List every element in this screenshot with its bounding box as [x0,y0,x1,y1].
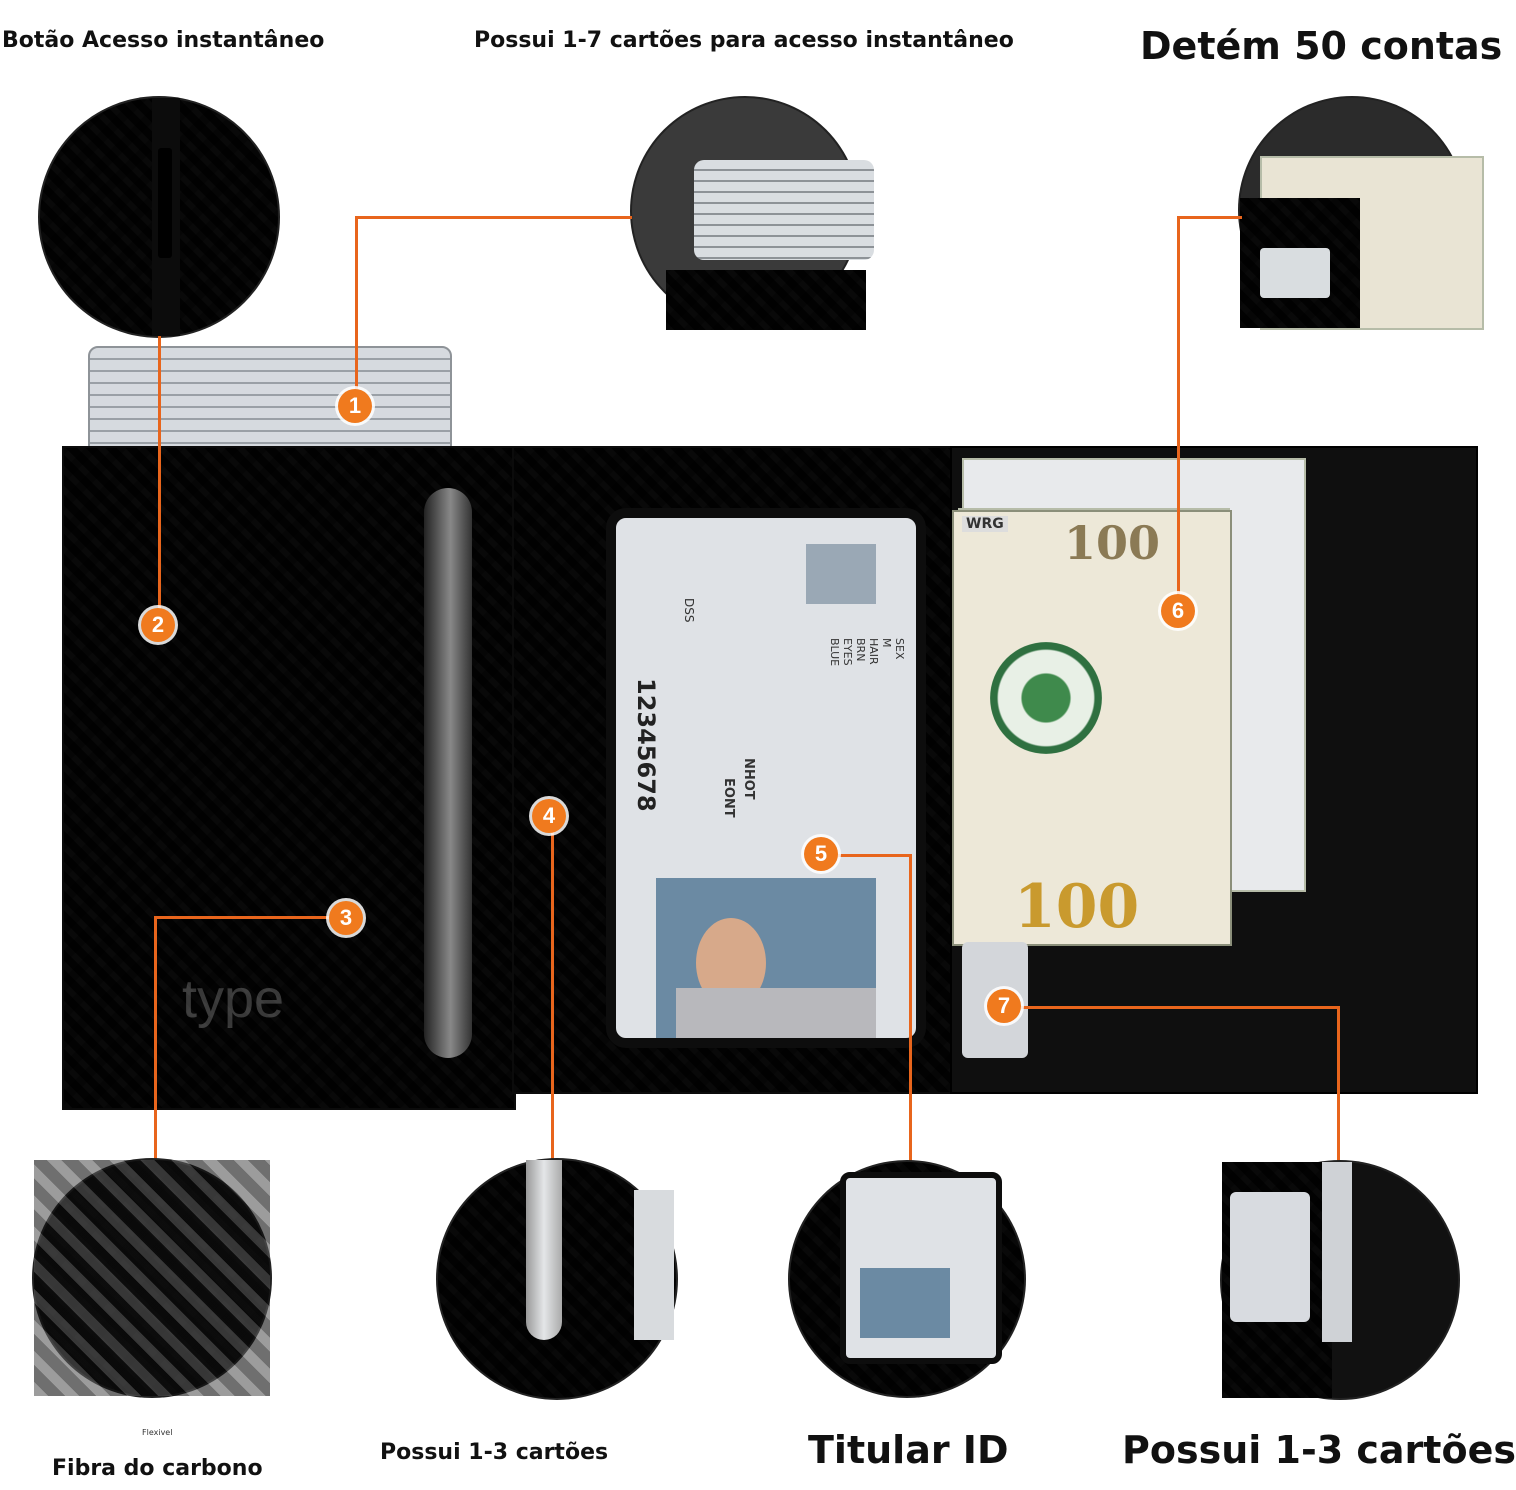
badge-2: 2 [141,608,175,642]
callout-line-5h [820,854,912,857]
label-holds-1-7-cards: Possui 1-7 cartões para acesso instantân… [474,28,1014,53]
card-stack-carbon-edge [666,270,866,330]
badge-7: 7 [987,989,1021,1023]
banknote-denomination-top: 100 [1064,516,1161,570]
badge-4: 4 [532,799,566,833]
card-edge [634,1190,674,1340]
label-holds-1-3-cards-a: Possui 1-3 cartões [380,1440,609,1465]
callout-line-7h [1004,1006,1340,1009]
card-stack-icon [694,160,874,290]
id-card-photo [656,878,876,1038]
banknote-serial: WRG [962,516,1008,532]
callout-line-1h [356,216,632,219]
wallet-left-panel: type [62,446,516,1110]
callout-line-4v [551,816,554,1166]
mini-id-card [1260,248,1330,298]
treasury-seal-icon [990,642,1102,754]
label-instant-access-button: Botão Acesso instantâneo [2,28,325,53]
callout-line-3h [154,916,346,919]
badge-3: 3 [329,901,363,935]
label-carbon-fiber: Fibra do carbono [52,1456,263,1481]
id-card-field-3: NHOT [741,758,756,800]
pocket-card-icon [1230,1192,1310,1322]
card-slot-icon [526,1160,562,1340]
label-holds-50-bills: Detém 50 contas [1140,24,1503,68]
id-card-icon [840,1172,1002,1364]
detail-circle-eject-button [40,98,278,336]
id-card-number: 12345678 [632,678,660,812]
banknote-denomination-bottom: 100 [1014,872,1140,942]
card-slot [424,488,472,1058]
detail-circle-card-slot [438,1160,676,1398]
id-card-field-4: SEX M HAIR BRN EYES BLUE [828,638,906,667]
detail-circle-id-window [790,1162,1024,1396]
shirt [676,988,876,1038]
wallet-middle-panel: 12345678 DSS NHOT EONT SEX M HAIR BRN EY… [512,446,956,1094]
detail-circle-card-stack [632,98,874,330]
id-window: 12345678 DSS NHOT EONT SEX M HAIR BRN EY… [606,508,926,1048]
label-holds-1-3-cards-b: Possui 1-3 cartões [1122,1428,1516,1472]
callout-line-2v [158,336,161,626]
id-card-small-photo [806,544,876,604]
detail-circle-bills [1240,98,1484,330]
callout-line-6h [1178,216,1242,219]
badge-5: 5 [804,837,838,871]
carbon-fiber-swatch-icon [34,1160,270,1396]
brand-logo: type [182,969,285,1029]
banknote-front: WRG 100 100 [952,510,1232,946]
detail-circle-carbon-fiber [34,1160,270,1396]
callout-line-6v [1177,216,1180,610]
id-card-mini-photo [860,1268,950,1338]
badge-1: 1 [338,389,372,423]
callout-line-7v [1337,1006,1340,1162]
badge-6: 6 [1161,594,1195,628]
callout-line-5v [909,854,912,1164]
id-card-field-1: DSS [682,598,696,623]
detail-circle-card-pocket [1222,1162,1458,1398]
label-flexible: Flexivel [142,1428,173,1437]
id-card-field-2: EONT [721,778,736,818]
wallet-right-panel: WRG 100 100 [950,446,1478,1094]
card-stack-top [88,346,452,460]
callout-line-1v [355,216,358,406]
pocket-card-edge [1322,1162,1352,1342]
callout-line-3v [154,916,157,1160]
label-id-holder: Titular ID [808,1428,1009,1472]
eject-button-icon [158,148,172,258]
